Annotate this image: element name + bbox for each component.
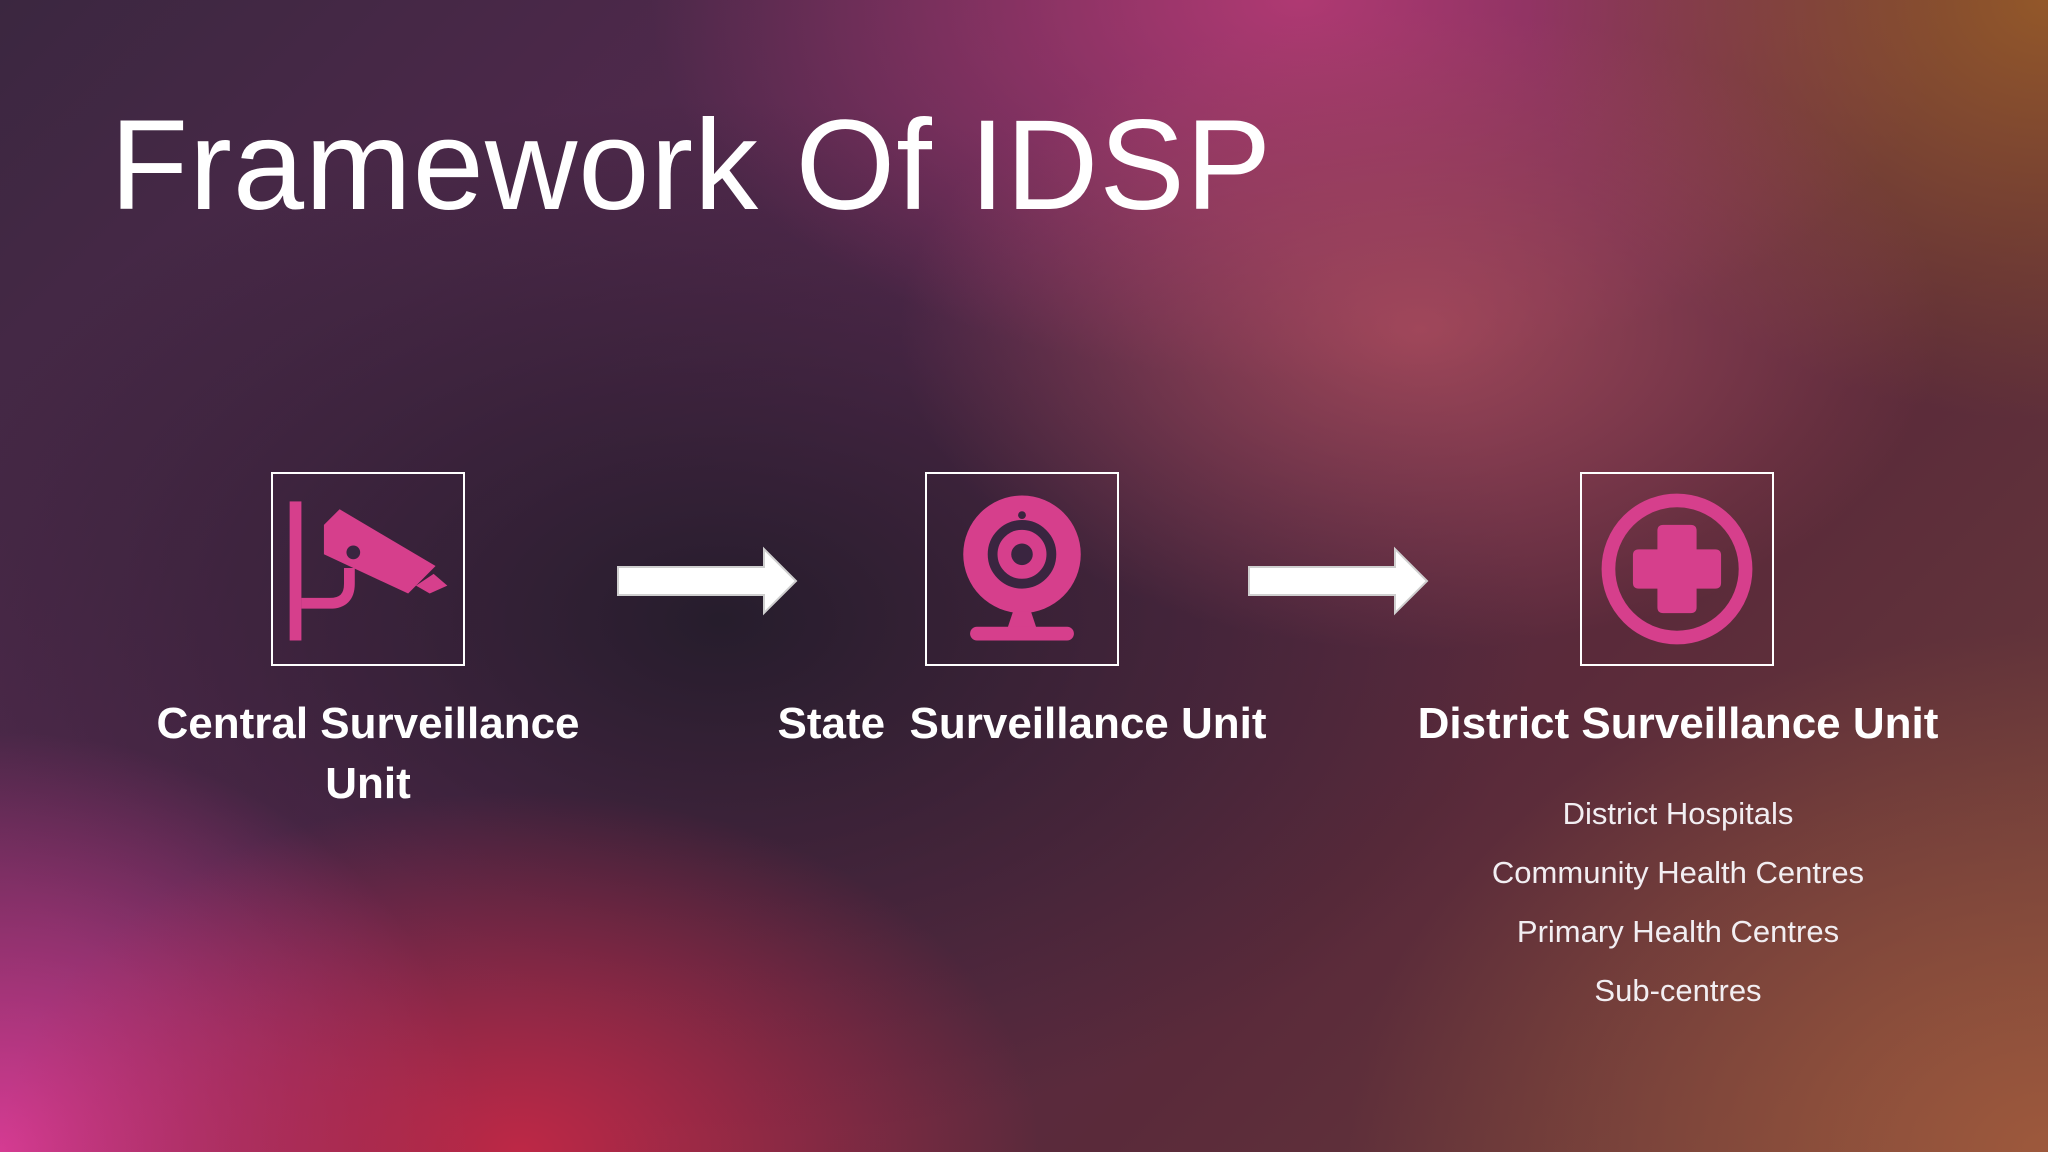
webcam-icon bbox=[963, 495, 1081, 641]
state-unit-label: State Surveillance Unit bbox=[777, 699, 1267, 748]
flow-arrow-icon bbox=[1248, 546, 1429, 616]
state-unit-icon-box bbox=[925, 472, 1119, 666]
district-unit-label: District Surveillance Unit bbox=[1417, 699, 1939, 748]
facility-item-primary-health-centres: Primary Health Centres bbox=[1516, 914, 1840, 949]
flow-arrow-icon bbox=[617, 546, 798, 616]
security-camera-icon bbox=[289, 501, 448, 641]
central-unit-label: Central Surveillance Unit bbox=[156, 699, 580, 808]
medical-cross-icon bbox=[1601, 493, 1753, 645]
facility-item-community-health-centres: Community Health Centres bbox=[1491, 855, 1865, 890]
district-unit-icon-box bbox=[1580, 472, 1774, 666]
facility-item-district-hospitals: District Hospitals bbox=[1562, 796, 1794, 831]
central-unit-icon-box bbox=[271, 472, 465, 666]
district-facility-list: District Hospitals Community Health Cent… bbox=[1400, 784, 1956, 1020]
slide-title: Framework Of IDSP bbox=[110, 94, 1273, 237]
facility-item-sub-centres: Sub-centres bbox=[1594, 973, 1762, 1008]
